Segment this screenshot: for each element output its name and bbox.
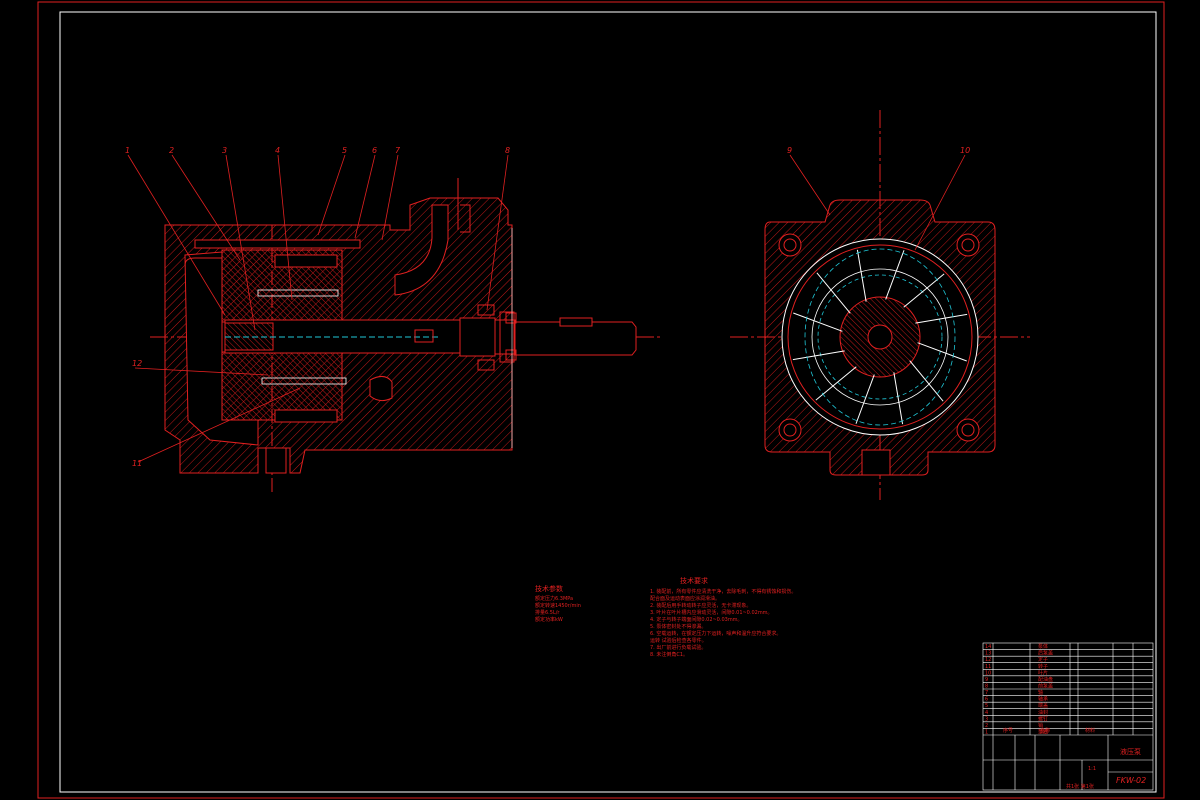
part-label: 8 [505, 146, 510, 155]
parts-list-number: 14 [985, 644, 991, 650]
part-label: 1 [125, 146, 130, 155]
sheet-count: 共1张 第1张 [1066, 783, 1094, 790]
vane [917, 342, 967, 362]
parts-list-item: 轴承 [1038, 696, 1048, 703]
tech-requirements-title: 技术要求 [680, 576, 708, 585]
parts-list-number: 9 [985, 677, 988, 683]
parts-list-item: 转子 [1038, 663, 1048, 670]
outer-border [37, 1, 1165, 799]
tech-requirements: 技术要求 1. 装配前，所有零件应清洗干净，去除毛刺，不得有锈蚀和损伤。 配合面… [650, 576, 796, 658]
vane [915, 313, 968, 324]
parts-list-number: 11 [985, 664, 991, 670]
parts-list-number: 2 [985, 723, 988, 729]
vane [793, 312, 843, 332]
vane [815, 366, 857, 401]
requirement-line: 8. 未注倒角C1。 [650, 651, 688, 658]
requirement-line: 5. 泵体密封处不得渗漏。 [650, 623, 706, 630]
requirement-line: 运转 试验后检查各零件。 [650, 637, 707, 644]
scale: 1:1 [1088, 766, 1096, 772]
parts-list-number: 10 [985, 670, 991, 676]
parts-list-number: 8 [985, 684, 988, 690]
parts-list-item: 前泵盖 [1038, 683, 1053, 690]
header-cell: 材料 [1085, 727, 1095, 734]
vane [885, 250, 905, 300]
parts-list-number: 6 [985, 697, 988, 703]
parts-list-item: 后泵盖 [1038, 650, 1053, 657]
tech-param-line: 额定压力6.3MPa [535, 595, 573, 602]
requirement-line: 6. 空载运转，在额定压力下运转，噪声和温升应符合要求。 [650, 630, 781, 637]
requirement-line: 2. 装配后用手转动转子应灵活，无卡滞现象。 [650, 602, 751, 609]
parts-list-number: 7 [985, 690, 988, 696]
vane [816, 272, 851, 314]
tech-param-line: 额定功率kW [535, 616, 563, 623]
part-label: 3 [222, 146, 227, 155]
vane [856, 249, 867, 302]
header-cell: 名称 [1040, 727, 1050, 734]
title-block [982, 642, 1154, 791]
parts-list-number: 5 [985, 703, 988, 709]
parts-list-number: 12 [985, 657, 991, 663]
header-cell: 序号 [1003, 727, 1013, 734]
parts-list-item: 泵体 [1038, 643, 1048, 650]
vane [909, 360, 944, 402]
requirement-line: 4. 定子与转子端面间隙0.02~0.03mm。 [650, 616, 743, 623]
section-view [127, 154, 660, 495]
vane [903, 273, 945, 308]
tech-params: 技术参数 额定压力6.3MPa 额定转速1450r/min 排量6.5L/r 额… [535, 584, 581, 623]
part-label: 5 [342, 146, 347, 155]
parts-list-item: 垫圈 [1038, 729, 1048, 736]
title-block-text: 液压泵 FKW-02 1:1 共1张 第1张 序号 名称 材料 泵体14后泵盖1… [985, 643, 1146, 790]
tech-params-title: 技术参数 [535, 584, 563, 593]
parts-list-item: 叶片 [1038, 669, 1048, 676]
vane [893, 372, 904, 425]
inner-border [59, 11, 1157, 793]
drawing-number: FKW-02 [1116, 776, 1146, 785]
end-view [730, 110, 1030, 500]
part-label: 4 [275, 146, 280, 155]
part-label: 2 [169, 146, 174, 155]
parts-list-number: 3 [985, 716, 988, 722]
part-labels: 1 2 3 4 5 6 7 8 9 10 11 12 [125, 146, 970, 468]
requirement-line: 配合面及运动表面应涂润滑油。 [650, 595, 720, 602]
parts-list-number: 13 [985, 651, 991, 657]
vane [855, 374, 875, 424]
part-label: 9 [787, 146, 792, 155]
tech-param-line: 排量6.5L/r [535, 609, 560, 616]
parts-list-item: 销 [1038, 722, 1043, 729]
parts-list-item: 定子 [1038, 656, 1048, 663]
part-label: 10 [960, 146, 970, 155]
parts-list-item: 螺钉 [1038, 715, 1048, 722]
parts-list-item: 端盖 [1038, 702, 1048, 709]
parts-list-number: 4 [985, 710, 988, 716]
parts-list-number: 1 [985, 730, 988, 736]
vane [792, 350, 845, 361]
parts-list-item: 配油盘 [1038, 676, 1053, 683]
parts-list-item: 轴 [1038, 689, 1043, 696]
parts-list-item: 油封 [1038, 709, 1048, 716]
part-label: 11 [132, 459, 142, 468]
requirement-line: 3. 叶片在叶片槽内应滑动灵活，间隙0.01~0.02mm。 [650, 609, 773, 616]
requirement-line: 7. 出厂前进行负载试验。 [650, 644, 706, 651]
tech-param-line: 额定转速1450r/min [535, 602, 581, 609]
part-label: 7 [395, 146, 401, 155]
requirement-line: 1. 装配前，所有零件应清洗干净，去除毛刺，不得有锈蚀和损伤。 [650, 588, 796, 595]
part-label: 6 [372, 146, 377, 155]
drawing-name: 液压泵 [1120, 747, 1141, 756]
part-label: 12 [132, 359, 142, 368]
